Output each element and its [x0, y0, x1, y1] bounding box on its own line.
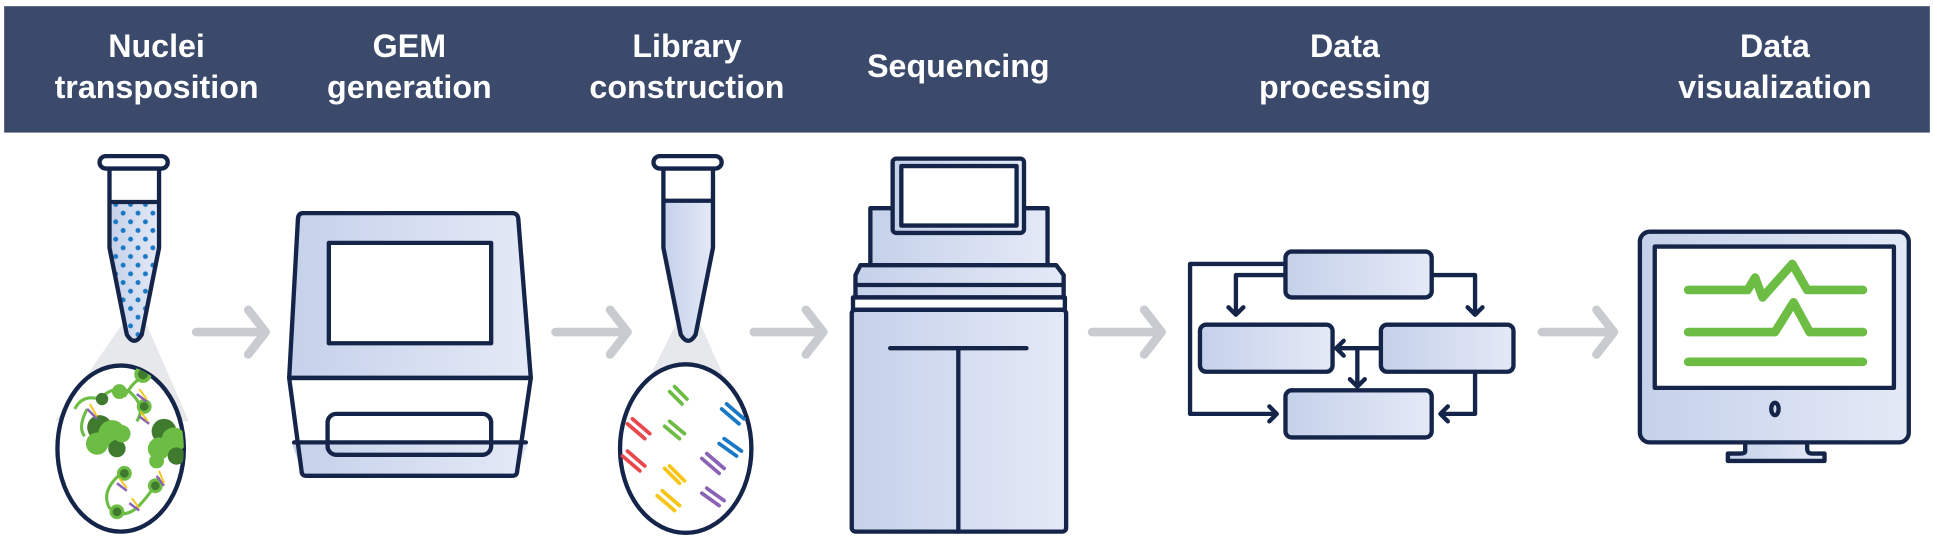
svg-text:generation: generation — [327, 69, 492, 105]
svg-text:transposition: transposition — [55, 69, 259, 105]
process-box — [1197, 322, 1335, 374]
library-tube-icon — [617, 153, 754, 536]
svg-text:processing: processing — [1259, 69, 1431, 105]
step-label-data-visualization: Data visualization — [1678, 28, 1871, 105]
step-label-gem-generation: GEM generation — [327, 28, 492, 105]
step-label-data-processing: Data processing — [1259, 28, 1431, 105]
step-label-library-construction: Library construction — [589, 28, 784, 105]
process-box — [1283, 388, 1434, 440]
arrow-right-icon — [1087, 305, 1166, 359]
nuclei-tube-icon — [54, 153, 189, 534]
step-label-nuclei-transposition: Nuclei transposition — [55, 28, 259, 105]
svg-text:Data: Data — [1740, 28, 1811, 64]
monitor-icon — [1637, 229, 1911, 464]
nuclei-chromatin-icon — [73, 365, 184, 520]
svg-text:Data: Data — [1310, 28, 1381, 64]
step-label-sequencing: Sequencing — [867, 48, 1050, 84]
arrow-right-icon — [191, 305, 270, 359]
signal-traces — [1683, 259, 1868, 367]
process-box — [1283, 249, 1434, 300]
sequencer-icon — [849, 156, 1069, 534]
svg-text:Nuclei: Nuclei — [108, 28, 205, 64]
arrow-right-icon — [1537, 305, 1619, 359]
process-box — [1378, 322, 1516, 374]
svg-text:GEM: GEM — [373, 28, 446, 64]
svg-text:construction: construction — [589, 69, 784, 105]
header-bar: Nuclei transposition GEM generation Libr… — [4, 6, 1930, 133]
arrow-right-icon — [551, 305, 632, 359]
flowchart-icon — [1187, 249, 1516, 440]
svg-text:Sequencing: Sequencing — [867, 48, 1050, 84]
gem-instrument-icon — [287, 210, 533, 479]
dna-fragments-icon — [620, 384, 746, 513]
svg-text:visualization: visualization — [1678, 69, 1871, 105]
svg-text:Library: Library — [632, 28, 741, 64]
arrow-right-icon — [749, 305, 828, 359]
